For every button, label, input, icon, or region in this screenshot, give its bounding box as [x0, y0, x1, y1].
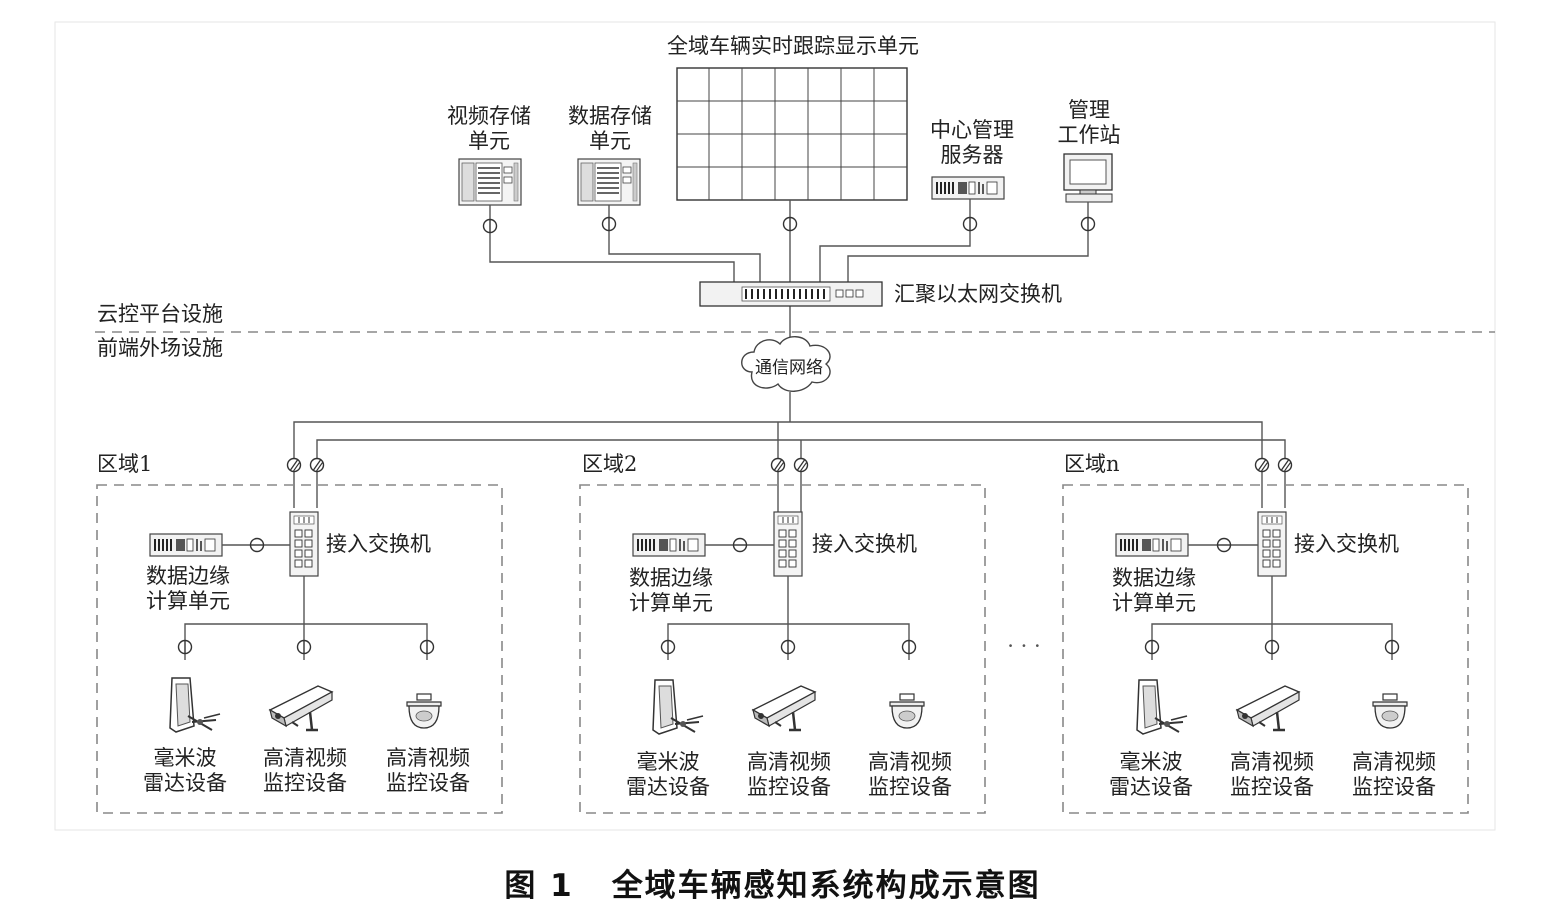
- connector-icon: [962, 216, 978, 232]
- connector-icon: [780, 639, 796, 655]
- box-camera-icon: [268, 684, 334, 732]
- cloud-layer-label: 云控平台设施: [97, 302, 223, 326]
- ellipsis: · · ·: [1007, 634, 1041, 658]
- device-label-line1: 高清视频: [868, 750, 952, 774]
- data-storage-label-line2: 单元: [589, 129, 631, 153]
- workstation-label-line2: 工作站: [1057, 123, 1121, 147]
- box-camera-icon: [1235, 684, 1301, 732]
- center-server-label-line2: 服务器: [940, 143, 1004, 167]
- device-label-line1: 高清视频: [263, 746, 347, 770]
- video-storage-label-line2: 单元: [468, 129, 510, 153]
- edge-compute-label-line1: 数据边缘: [629, 566, 713, 590]
- connector-icon: [1080, 216, 1096, 232]
- dome-camera-icon: [889, 693, 925, 729]
- edge-compute-icon: [632, 533, 706, 557]
- device-label-line1: 高清视频: [1352, 750, 1436, 774]
- center-server-label-line1: 中心管理: [930, 118, 1014, 142]
- connector-icon: [1264, 639, 1280, 655]
- dome-camera-icon: [406, 693, 442, 729]
- access-switch-label: 接入交换机: [326, 532, 431, 556]
- device-label-line2: 监控设备: [868, 775, 952, 799]
- device-label-line2: 雷达设备: [1109, 775, 1193, 799]
- connector-icon: [660, 639, 676, 655]
- device-label-line2: 监控设备: [386, 771, 470, 795]
- network-label: 通信网络: [755, 358, 823, 378]
- access-switch-label: 接入交换机: [812, 532, 917, 556]
- connector-icon: [309, 457, 325, 473]
- field-layer-label: 前端外场设施: [97, 336, 223, 360]
- edge-compute-label-line2: 计算单元: [1112, 591, 1196, 615]
- connector-icon: [1384, 639, 1400, 655]
- device-label-line1: 毫米波: [153, 746, 217, 770]
- radar-icon: [652, 679, 704, 735]
- access-switch-icon: [289, 511, 319, 577]
- connector-icon: [901, 639, 917, 655]
- connector-icon: [782, 216, 798, 232]
- network-cloud-icon: [741, 336, 831, 392]
- connector-icon: [1144, 639, 1160, 655]
- edge-compute-label-line2: 计算单元: [146, 589, 230, 613]
- device-label-line1: 毫米波: [636, 750, 700, 774]
- device-label-line2: 监控设备: [747, 775, 831, 799]
- connector-icon: [601, 216, 617, 232]
- aggregation-switch-label: 汇聚以太网交换机: [894, 282, 1062, 306]
- edge-compute-icon: [1115, 533, 1189, 557]
- connector-icon: [770, 457, 786, 473]
- access-switch-icon: [1257, 511, 1287, 577]
- connector-icon: [419, 639, 435, 655]
- video-storage-icon: [458, 158, 522, 206]
- device-label-line1: 毫米波: [1119, 750, 1183, 774]
- device-label-line2: 雷达设备: [626, 775, 710, 799]
- access-switch-label: 接入交换机: [1294, 532, 1399, 556]
- radar-icon: [169, 677, 221, 733]
- connector-icon: [286, 457, 302, 473]
- connector-icon: [482, 218, 498, 234]
- center-server-icon: [931, 176, 1005, 200]
- edge-compute-label-line1: 数据边缘: [1112, 566, 1196, 590]
- figure-number: 图 1: [504, 868, 574, 904]
- device-label-line2: 监控设备: [1230, 775, 1314, 799]
- connector-icon: [1277, 457, 1293, 473]
- region-title: 区域2: [582, 452, 638, 476]
- data-storage-label-line1: 数据存储: [568, 104, 652, 128]
- radar-icon: [1136, 679, 1188, 735]
- display-wall-label: 全域车辆实时跟踪显示单元: [667, 34, 919, 58]
- region-2: [579, 457, 986, 814]
- connector-icon: [177, 639, 193, 655]
- edge-compute-label-line1: 数据边缘: [146, 564, 230, 588]
- device-label-line1: 高清视频: [386, 746, 470, 770]
- figure-title: 全域车辆感知系统构成示意图: [611, 868, 1041, 904]
- device-label-line2: 监控设备: [1352, 775, 1436, 799]
- region-1: [96, 457, 503, 814]
- device-label-line2: 雷达设备: [143, 771, 227, 795]
- workstation-icon: [1063, 153, 1113, 203]
- device-label-line1: 高清视频: [1230, 750, 1314, 774]
- device-label-line1: 高清视频: [747, 750, 831, 774]
- connector-icon: [296, 639, 312, 655]
- figure-caption: 图 1 全域车辆感知系统构成示意图: [0, 860, 1545, 905]
- access-switch-icon: [773, 511, 803, 577]
- edge-compute-label-line2: 计算单元: [629, 591, 713, 615]
- region-n: [1062, 457, 1469, 814]
- aggregation-switch-icon: [699, 281, 883, 307]
- region-title: 区域1: [97, 452, 153, 476]
- connector-icon: [793, 457, 809, 473]
- dome-camera-icon: [1372, 693, 1408, 729]
- edge-compute-icon: [149, 533, 223, 557]
- workstation-label-line1: 管理: [1068, 98, 1110, 122]
- figure-frame: [54, 21, 1496, 831]
- connector-icon: [1254, 457, 1270, 473]
- box-camera-icon: [751, 684, 817, 732]
- data-storage-icon: [577, 158, 641, 206]
- display-wall: [676, 67, 908, 201]
- region-title: 区域n: [1064, 452, 1120, 476]
- video-storage-label-line1: 视频存储: [447, 104, 531, 128]
- distribution-wiring: [293, 392, 1286, 512]
- device-label-line2: 监控设备: [263, 771, 347, 795]
